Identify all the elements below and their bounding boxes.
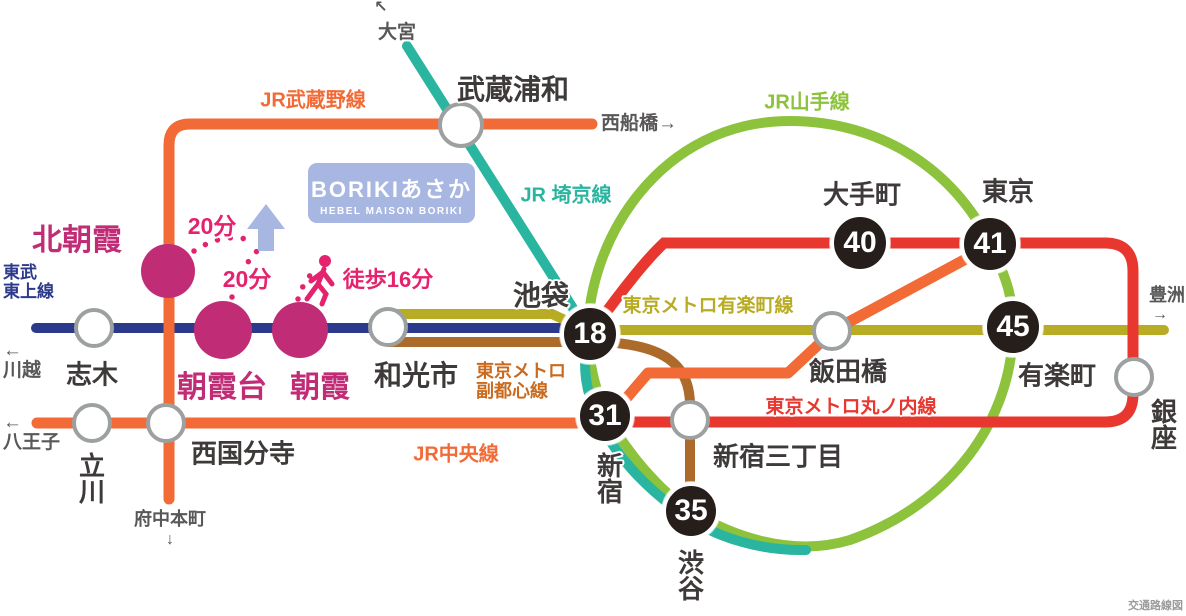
minutes-badge-otemachi: 40	[830, 213, 890, 273]
label-yurakucho: 有楽町	[1017, 360, 1097, 391]
label-asaka: 朝霞	[290, 371, 350, 404]
label-omiya: 大宮	[377, 22, 417, 43]
label-musashino-line: JR武蔵野線	[260, 89, 366, 112]
fuchuhommachi-arrow-icon: ↓	[166, 531, 174, 548]
station-circle-tachikawa	[72, 403, 112, 443]
walk-route-kitaasaka	[191, 235, 253, 254]
label-ginza: 銀座	[1147, 398, 1178, 450]
minutes-shinjuku: 31	[588, 399, 622, 432]
label-tachikawa: 立川	[75, 452, 106, 504]
station-circle-musashiurawa	[438, 102, 484, 148]
map-credit: 交通路線図	[1128, 600, 1183, 612]
label-fuchuhommachi: 府中本町	[134, 509, 206, 529]
label-iidabashi: 飯田橋	[808, 356, 888, 387]
property-brand: HEBEL MAISON BORIKI	[320, 206, 463, 217]
label-ikebukuro: 池袋	[512, 280, 570, 311]
label-fukutoshin-line: 東京メトロ 副都心線	[476, 361, 566, 401]
minutes-otemachi: 40	[843, 226, 877, 259]
minutes-ikebukuro: 18	[573, 317, 607, 350]
label-asakadai: 朝霞台	[177, 371, 267, 404]
toyosu-arrow-icon: →	[1152, 306, 1168, 323]
minutes-badge-shibuya: 35	[662, 482, 720, 540]
minutes-badge-ikebukuro: 18	[560, 304, 620, 364]
label-otemachi: 大手町	[822, 179, 902, 210]
minutes-badge-shinjuku: 31	[576, 387, 634, 445]
station-circle-asaka	[272, 302, 328, 358]
walk-time-kitaasaka: 20分	[187, 213, 237, 239]
chuo-line	[31, 240, 996, 429]
property-arrow-icon	[247, 204, 285, 251]
minutes-badge-yurakucho: 45	[983, 297, 1043, 357]
minutes-yurakucho: 45	[996, 310, 1030, 343]
yamanote-line	[583, 115, 1019, 552]
label-nishikokubunji: 西国分寺	[190, 438, 296, 469]
label-shinjuku: 新宿	[593, 452, 624, 504]
label-tokyo: 東京	[981, 176, 1035, 207]
minutes-tokyo: 41	[973, 227, 1007, 260]
saikyo-line	[402, 41, 811, 556]
kawagoe-arrow-icon: ←	[3, 340, 22, 361]
label-marunouchi-line: 東京メトロ丸ノ内線	[765, 396, 937, 418]
label-yurakucho-line: 東京メトロ有楽町線	[622, 295, 794, 317]
label-shiki: 志木	[65, 359, 119, 390]
label-shibuya: 渋谷	[674, 549, 705, 601]
station-circle-kitaasaka	[141, 244, 195, 298]
station-circle-asakadai	[194, 301, 252, 359]
musashino-line	[163, 118, 598, 505]
label-hachioji: ← 八王子	[3, 412, 61, 453]
minutes-shibuya: 35	[674, 494, 708, 527]
label-yamanote-line: JR山手線	[764, 91, 850, 114]
label-kitaasaka: 北朝霞	[32, 224, 122, 257]
station-circle-wakoshi	[368, 307, 408, 347]
marunouchi-line	[585, 237, 1139, 428]
walk-route-asakadai	[229, 247, 261, 300]
label-wakoshi: 和光市	[373, 360, 459, 391]
minutes-badge-tokyo: 41	[960, 214, 1020, 274]
label-tojo-line: 東武 東上線	[3, 263, 54, 301]
walk-route-dots	[191, 235, 321, 302]
station-circle-ginza	[1114, 357, 1154, 397]
label-chuo-line: JR中央線	[413, 443, 499, 466]
walk-time-asakadai: 20分	[222, 266, 272, 292]
property-sign: BORIKIあさか HEBEL MAISON BORIKI	[308, 163, 475, 223]
walking-person-icon	[304, 255, 335, 307]
label-kawagoe: ← 川越	[3, 340, 42, 381]
label-shinjukusanchome: 新宿三丁目	[712, 441, 844, 472]
hachioji-arrow-icon: ←	[3, 412, 22, 433]
label-toyosu: 豊洲	[1149, 285, 1185, 305]
omiya-arrow-icon: ↖	[374, 0, 388, 16]
label-saikyo-line: JR 埼京線	[520, 184, 612, 207]
label-musashiurawa: 武蔵浦和	[456, 74, 570, 105]
station-circle-nishikokubunji	[146, 403, 186, 443]
label-nishifunabashi: 西船橋→	[600, 113, 678, 134]
station-circle-shiki	[74, 308, 114, 348]
station-circle-iidabashi	[812, 311, 852, 351]
property-name: BORIKIあさか	[310, 177, 472, 202]
station-circle-shinjukusanchome	[670, 400, 710, 440]
walk-time-asaka: 徒歩16分	[342, 267, 434, 292]
